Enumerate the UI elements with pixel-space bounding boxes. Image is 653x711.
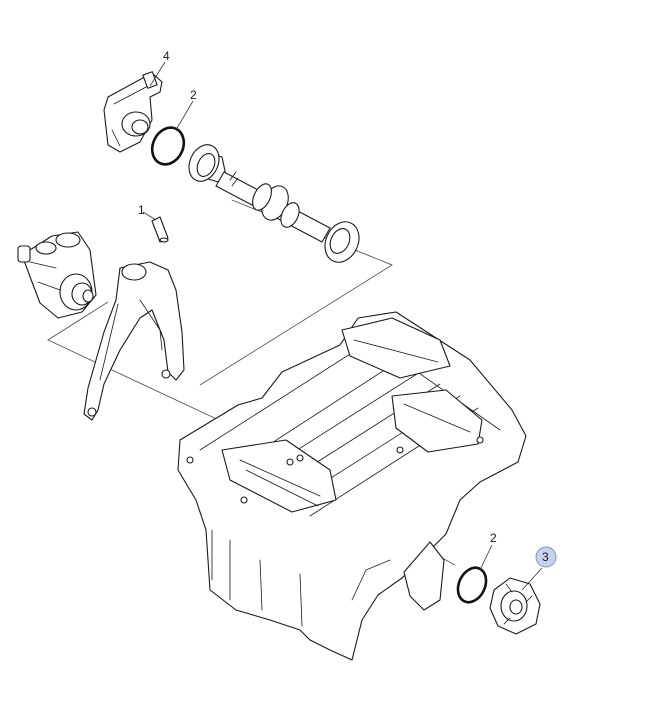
callout-label: 4: [163, 49, 170, 63]
selector-cylinder-assembly[interactable]: [17, 231, 97, 319]
callout-label: 2: [490, 531, 497, 545]
callout-4[interactable]: 4: [163, 49, 170, 63]
selector-shaft[interactable]: [183, 140, 365, 268]
plug-cover[interactable]: [489, 577, 541, 635]
callout-2-upper[interactable]: 2: [190, 88, 197, 102]
callout-label: 1: [138, 203, 145, 217]
roll-pin[interactable]: [151, 216, 169, 243]
callout-3[interactable]: 3: [535, 546, 557, 568]
callout-2-lower[interactable]: 2: [490, 531, 497, 545]
o-ring-upper[interactable]: [146, 122, 189, 169]
actuator-housing[interactable]: [103, 71, 163, 153]
shift-fork[interactable]: [83, 261, 185, 421]
leader-lines: [142, 61, 543, 591]
callout-highlight-badge: [535, 546, 557, 568]
transmission-housing[interactable]: [177, 311, 527, 661]
callout-label: 3: [542, 550, 549, 564]
callout-label: 2: [190, 88, 197, 102]
o-ring-lower[interactable]: [453, 563, 492, 607]
callout-1[interactable]: 1: [138, 203, 145, 217]
